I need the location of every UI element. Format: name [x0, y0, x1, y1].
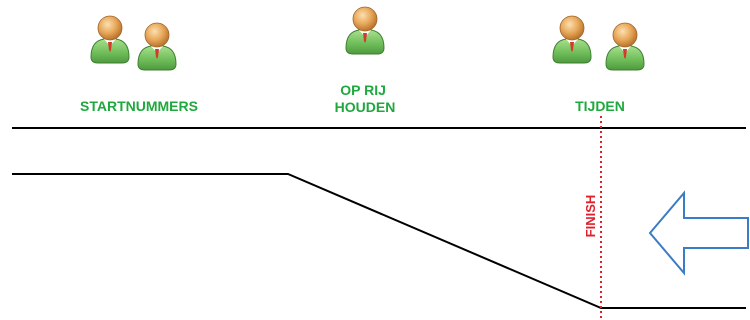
- tijden-people-icon: [552, 15, 645, 71]
- lane-merge-line: [12, 173, 746, 309]
- startnummers-label: STARTNUMMERS: [80, 98, 198, 114]
- tijden-label: TIJDEN: [575, 98, 625, 114]
- op-rij-houden-label: OP RIJ HOUDEN: [335, 82, 396, 115]
- left-arrow-icon: [648, 190, 749, 276]
- op-rij-houden-person-icon: [345, 6, 385, 55]
- startnummers-people-icon: [90, 15, 177, 71]
- finish-label: FINISH: [583, 195, 598, 238]
